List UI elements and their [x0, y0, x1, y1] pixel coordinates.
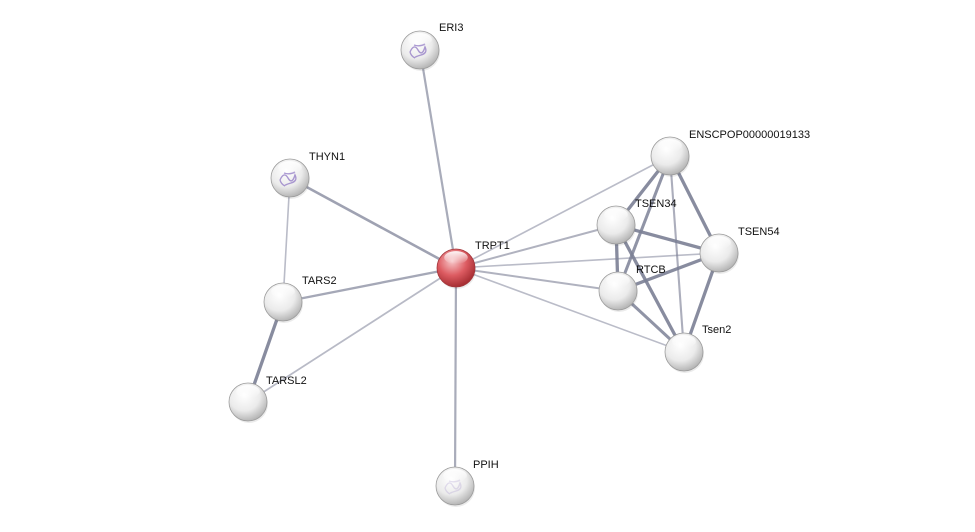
node-tarsl2[interactable]: TARSL2	[228, 375, 307, 423]
node-label-thyn1: THYN1	[309, 151, 345, 163]
node-label-tsen34: TSEN34	[635, 198, 677, 210]
node-ppih[interactable]: PPIH	[435, 459, 499, 507]
node-highlight	[443, 469, 467, 483]
edge-enscpop00000019133-tsen2[interactable]	[668, 154, 686, 354]
node-highlight	[236, 385, 260, 399]
node-tsen34[interactable]: TSEN34	[596, 198, 677, 246]
node-highlight	[278, 161, 302, 175]
edge-trpt1-enscpop00000019133[interactable]	[455, 155, 671, 269]
node-label-tarsl2: TARSL2	[266, 375, 307, 387]
node-highlight	[271, 285, 295, 299]
edge-trpt1-ppih[interactable]	[453, 266, 458, 488]
node-label-eri3: ERI3	[439, 22, 463, 34]
edge-trpt1-rtcb[interactable]	[455, 267, 619, 292]
node-highlight	[408, 33, 432, 47]
edge-thyn1-tars2[interactable]	[282, 177, 291, 303]
edge-trpt1-eri3[interactable]	[418, 48, 458, 270]
node-tsen54[interactable]: TSEN54	[699, 226, 780, 274]
edge-trpt1-tsen34[interactable]	[455, 224, 617, 269]
edge-trpt1-tarsl2[interactable]	[247, 267, 457, 403]
edge-trpt1-thyn1[interactable]	[288, 176, 458, 270]
node-highlight	[672, 335, 696, 349]
node-highlight	[444, 251, 468, 265]
edge-tsen34-tsen2[interactable]	[614, 223, 686, 354]
node-thyn1[interactable]: THYN1	[270, 151, 345, 199]
node-highlight	[658, 139, 682, 153]
node-label-trpt1: TRPT1	[475, 240, 510, 252]
node-highlight	[707, 236, 731, 250]
node-enscpop00000019133[interactable]: ENSCPOP00000019133	[650, 129, 810, 177]
node-label-tsen2: Tsen2	[702, 324, 731, 336]
node-tars2[interactable]: TARS2	[263, 275, 337, 323]
edge-enscpop00000019133-rtcb[interactable]	[616, 154, 672, 293]
node-tsen2[interactable]: Tsen2	[664, 324, 731, 373]
node-label-tsen54: TSEN54	[738, 226, 780, 238]
node-label-rtcb: RTCB	[636, 264, 666, 276]
edge-trpt1-tars2[interactable]	[281, 266, 458, 304]
edge-trpt1-tsen2[interactable]	[455, 267, 685, 353]
edge-trpt1-tsen54[interactable]	[455, 252, 720, 269]
node-label-tars2: TARS2	[302, 275, 337, 287]
node-highlight	[606, 274, 630, 288]
node-label-enscpop00000019133: ENSCPOP00000019133	[689, 129, 810, 141]
node-highlight	[604, 208, 628, 222]
node-rtcb[interactable]: RTCB	[598, 264, 666, 312]
node-label-ppih: PPIH	[473, 459, 499, 471]
node-trpt1[interactable]: TRPT1	[436, 240, 510, 289]
node-eri3[interactable]: ERI3	[400, 22, 463, 71]
